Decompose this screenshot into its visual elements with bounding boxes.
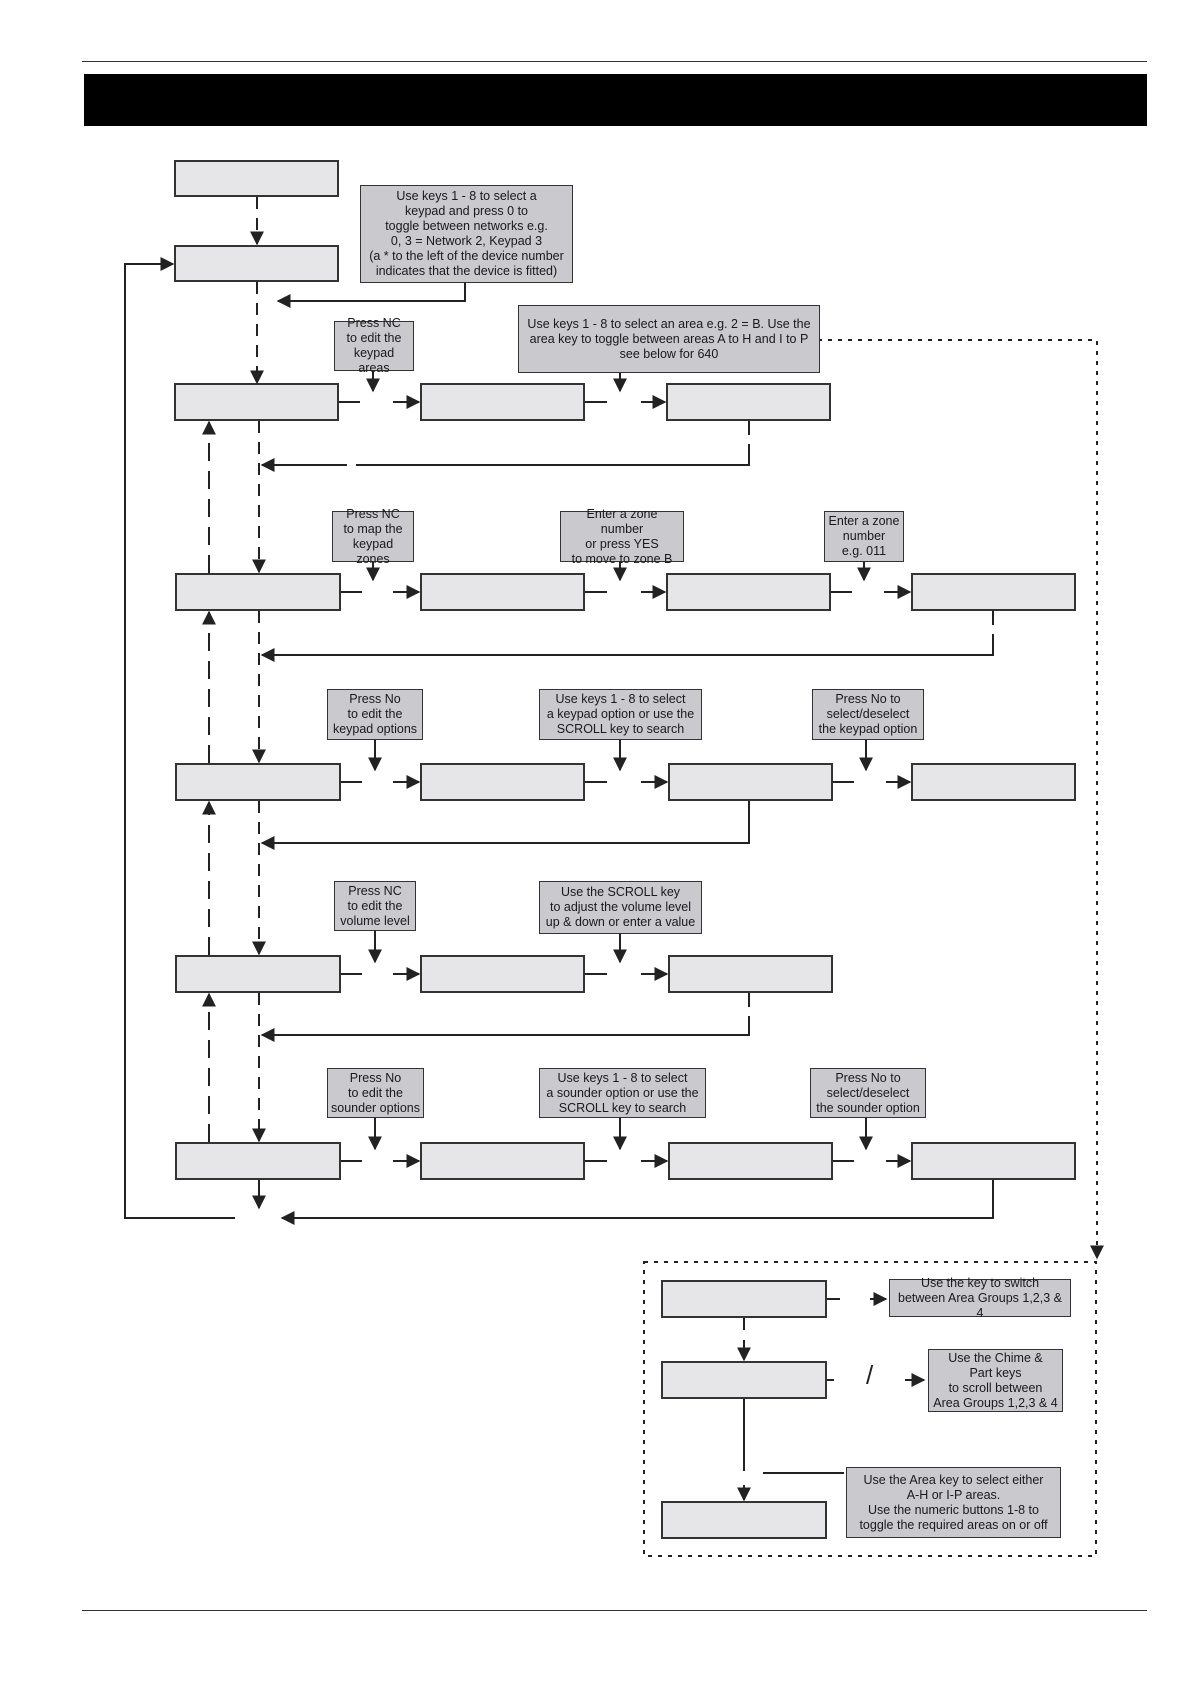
note-select-area: Use keys 1 - 8 to select an area e.g. 2 …: [518, 305, 820, 373]
bottom-rule: [82, 1610, 1147, 1611]
note-press-volume: Press NC to edit the volume level: [334, 881, 416, 931]
note-select-option: Use keys 1 - 8 to select a keypad option…: [539, 689, 702, 740]
note-zone-eg: Enter a zone number e.g. 011: [824, 511, 904, 562]
note-select-sounder: Use keys 1 - 8 to select a sounder optio…: [539, 1068, 706, 1118]
header-bar: [84, 74, 1147, 126]
note-switch-groups: Use the key to switch between Area Group…: [889, 1276, 1071, 1320]
note-chime-part: Use the Chime & Part keys to scroll betw…: [928, 1349, 1063, 1412]
note-area-toggle: Use the Area key to select either A-H or…: [846, 1467, 1061, 1538]
display-boxes: [174, 160, 1076, 1539]
note-press-options: Press No to edit the keypad options: [327, 689, 423, 740]
note-adjust-volume: Use the SCROLL key to adjust the volume …: [539, 881, 702, 934]
note-zone-number: Enter a zone number or press YES to move…: [560, 507, 684, 566]
note-toggle-option: Press No to select/deselect the keypad o…: [812, 689, 924, 740]
inset-separator: /: [866, 1360, 874, 1390]
note-press-zones: Press NC to map the keypad zones: [332, 507, 414, 566]
note-toggle-sounder: Press No to select/deselect the sounder …: [810, 1068, 926, 1118]
note-press-sounder: Press No to edit the sounder options: [327, 1068, 424, 1118]
note-press-areas: Press NC to edit the keypad areas: [334, 316, 414, 375]
note-select-keypad: Use keys 1 - 8 to select a keypad and pr…: [360, 185, 573, 283]
top-rule: [82, 61, 1147, 62]
